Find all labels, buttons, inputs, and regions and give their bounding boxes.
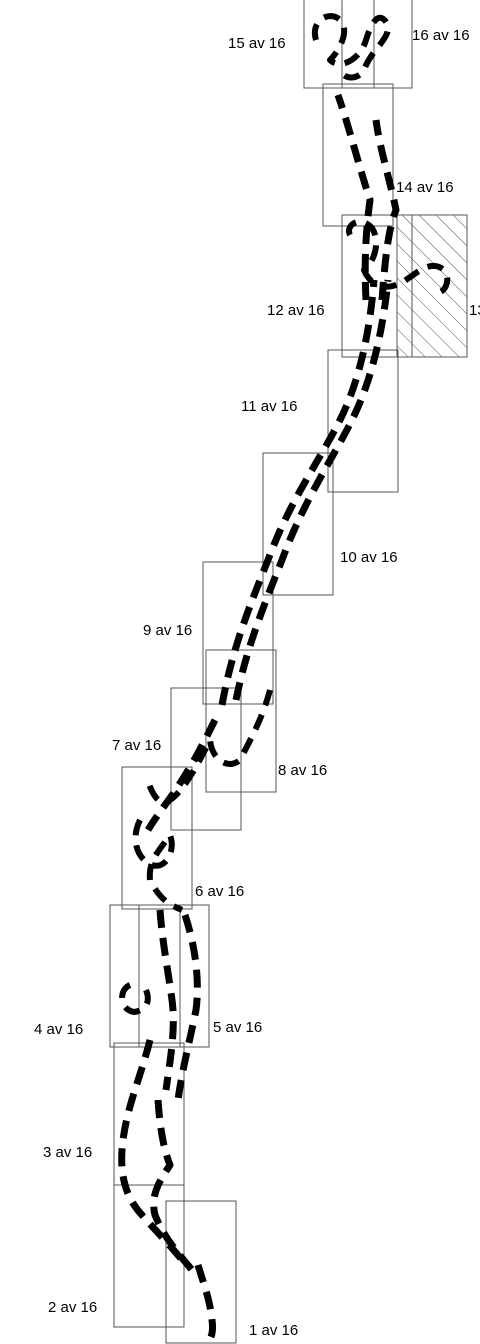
- page-box-14[interactable]: [322, 83, 394, 227]
- page-label-16[interactable]: 16 av 16: [412, 27, 470, 44]
- page-label-6[interactable]: 6 av 16: [195, 883, 244, 900]
- page-label-14[interactable]: 14 av 16: [396, 179, 454, 196]
- page-box-11[interactable]: [327, 349, 399, 493]
- page-label-3[interactable]: 3 av 16: [43, 1144, 92, 1161]
- page-label-4[interactable]: 4 av 16: [34, 1021, 83, 1038]
- page-label-11[interactable]: 11 av 16: [241, 398, 297, 415]
- page-label-12[interactable]: 12 av 16: [267, 302, 325, 319]
- page-box-10[interactable]: [262, 452, 334, 596]
- page-box-1[interactable]: [165, 1200, 237, 1344]
- page-box-6[interactable]: [121, 766, 193, 910]
- page-label-13[interactable]: 13 av 16: [469, 302, 480, 319]
- page-label-9[interactable]: 9 av 16: [143, 622, 192, 639]
- page-label-7[interactable]: 7 av 16: [112, 737, 161, 754]
- page-label-10[interactable]: 10 av 16: [340, 549, 398, 566]
- route-trail: [118, 13, 451, 1344]
- page-label-2[interactable]: 2 av 16: [48, 1299, 97, 1316]
- page-label-8[interactable]: 8 av 16: [278, 762, 327, 779]
- page-box-5[interactable]: [138, 904, 210, 1048]
- page-box-9[interactable]: [202, 561, 274, 705]
- page-label-5[interactable]: 5 av 16: [213, 1019, 262, 1036]
- page-box-16[interactable]: [341, 0, 413, 89]
- page-box-2[interactable]: [113, 1184, 185, 1328]
- page-box-13[interactable]: [396, 214, 468, 358]
- page-label-1[interactable]: 1 av 16: [249, 1322, 298, 1339]
- page-labels: 1 av 16 2 av 16 3 av 16 4 av 16 5 av 16 …: [34, 27, 480, 1339]
- page-box-8[interactable]: [205, 649, 277, 793]
- page-label-15[interactable]: 15 av 16: [228, 35, 286, 52]
- page-box-15[interactable]: [303, 0, 375, 89]
